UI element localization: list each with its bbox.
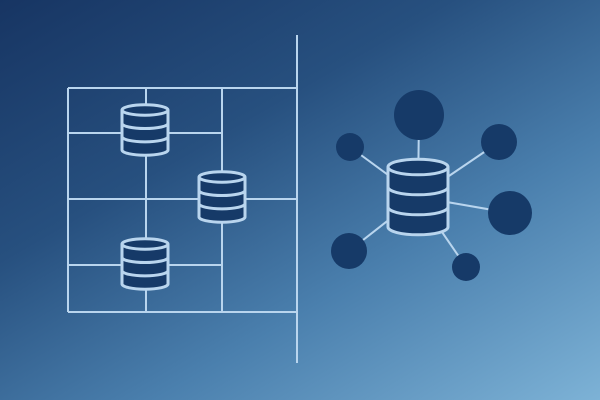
hub-nodes [331, 90, 532, 281]
grid-partition [67, 35, 298, 363]
databases [120, 103, 450, 291]
node-circle [394, 90, 444, 140]
node-circle [481, 124, 517, 160]
node-circle [452, 253, 480, 281]
database-icon [120, 237, 170, 291]
database-icon [120, 103, 170, 157]
database-icon [197, 170, 247, 224]
node-circle [488, 191, 532, 235]
node-circle [331, 233, 367, 269]
database-icon [386, 157, 450, 237]
node-circle [336, 133, 364, 161]
